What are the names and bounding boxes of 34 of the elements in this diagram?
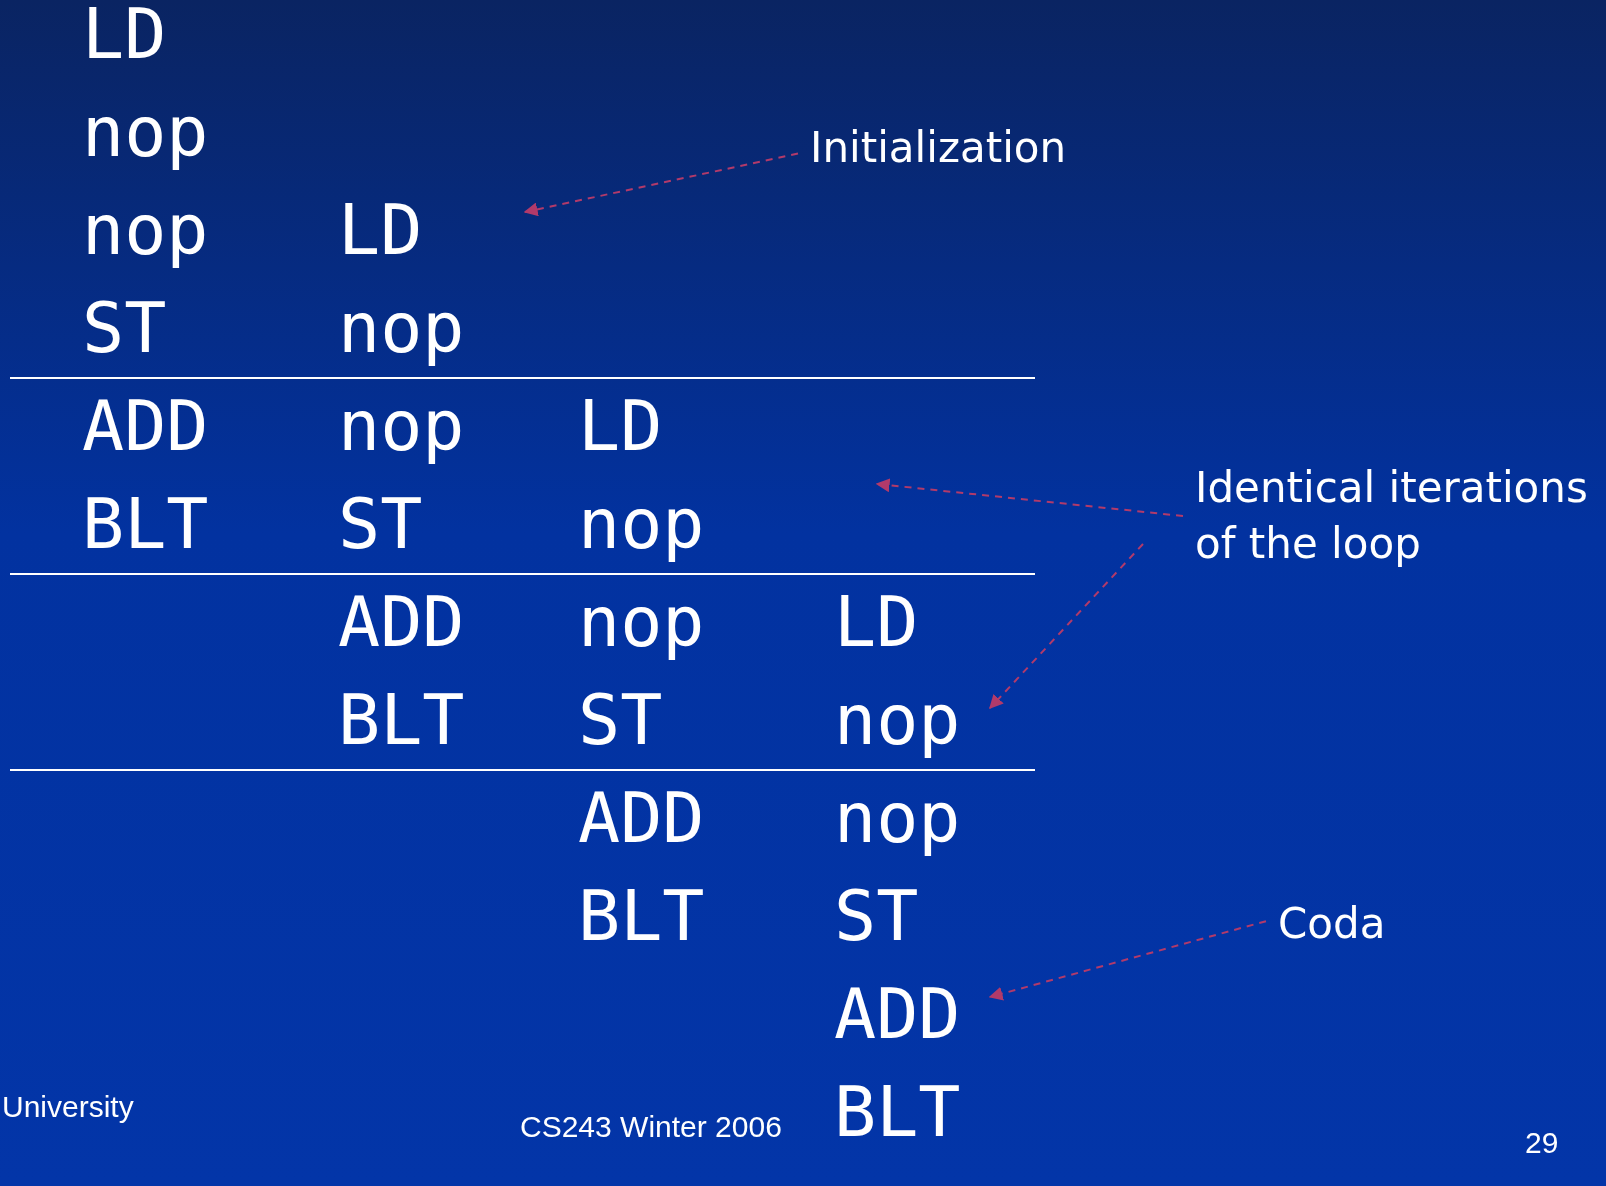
annotation-text: Coda bbox=[1278, 898, 1386, 950]
footer-text: CS243 Winter 2006 bbox=[520, 1110, 782, 1144]
page-number: 29 bbox=[1525, 1126, 1559, 1160]
code-instruction: LD bbox=[834, 582, 919, 662]
code-instruction: nop bbox=[82, 190, 209, 270]
code-instruction: nop bbox=[834, 778, 961, 858]
code-instruction: ST bbox=[82, 288, 167, 368]
dashed-arrow bbox=[989, 543, 1144, 709]
code-instruction: BLT bbox=[578, 876, 705, 956]
code-instruction: BLT bbox=[338, 680, 465, 760]
code-instruction: ST bbox=[834, 876, 919, 956]
code-instruction: nop bbox=[578, 582, 705, 662]
code-instruction: LD bbox=[578, 386, 663, 466]
code-instruction: ST bbox=[578, 680, 663, 760]
code-instruction: nop bbox=[338, 386, 465, 466]
code-instruction: nop bbox=[82, 92, 209, 172]
code-instruction: ADD bbox=[338, 582, 465, 662]
code-instruction: ADD bbox=[834, 974, 961, 1054]
footer-text: University bbox=[2, 1090, 134, 1124]
code-instruction: nop bbox=[338, 288, 465, 368]
code-instruction: BLT bbox=[834, 1072, 961, 1152]
dashed-arrow bbox=[875, 478, 1184, 517]
code-instruction: BLT bbox=[82, 484, 209, 564]
dashed-arrow bbox=[523, 152, 799, 217]
code-instruction: LD bbox=[338, 190, 423, 270]
code-instruction: ST bbox=[338, 484, 423, 564]
dashed-arrow bbox=[988, 920, 1267, 1001]
code-instruction: nop bbox=[834, 680, 961, 760]
annotation-text: Identical iterations of the loop bbox=[1195, 462, 1589, 570]
annotation-text: Initialization bbox=[810, 122, 1067, 174]
code-instruction: LD bbox=[82, 0, 167, 74]
code-instruction: ADD bbox=[82, 386, 209, 466]
code-instruction: nop bbox=[578, 484, 705, 564]
code-instruction: ADD bbox=[578, 778, 705, 858]
